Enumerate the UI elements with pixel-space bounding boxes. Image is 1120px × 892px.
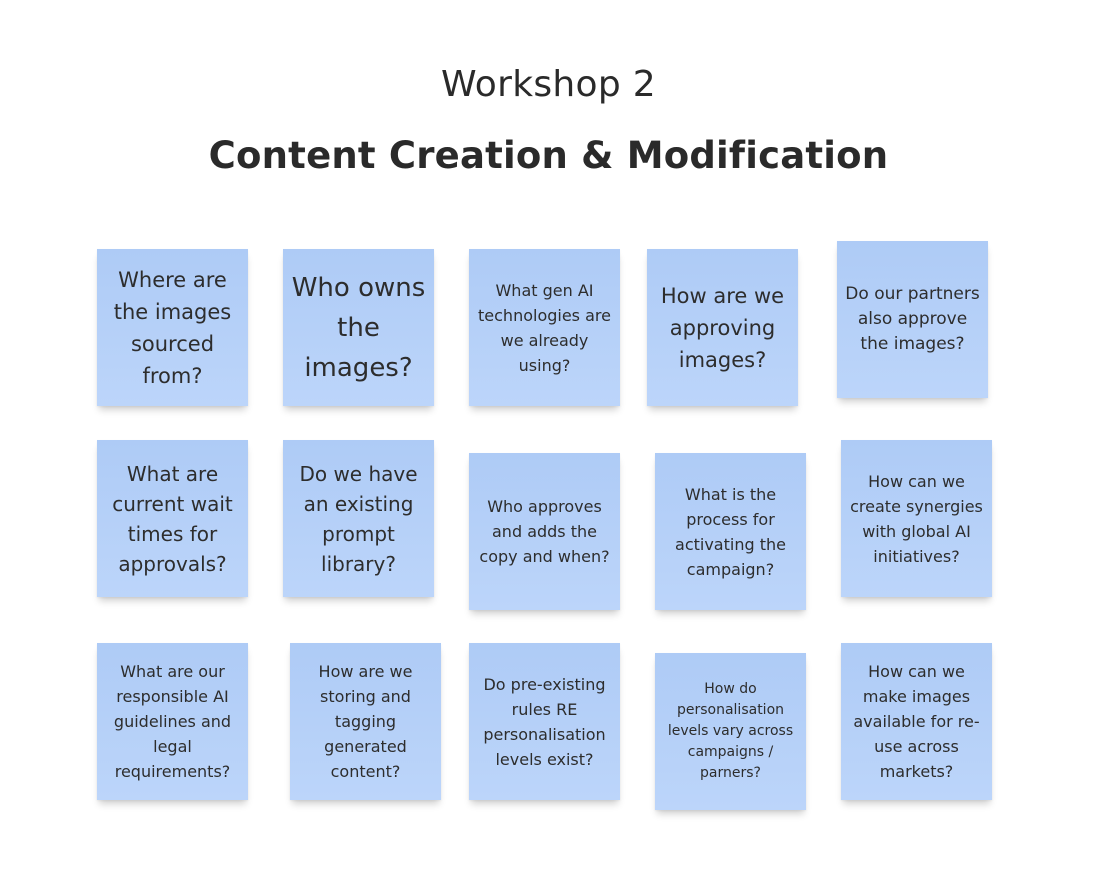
sticky-note-image-reuse[interactable]: How can we make images available for re-… — [841, 643, 992, 800]
sticky-note-text: How do personalisation levels vary acros… — [667, 681, 794, 781]
sticky-note-storing-content[interactable]: How are we storing and tagging generated… — [290, 643, 441, 800]
sticky-note-text: What are current wait times for approval… — [112, 461, 233, 576]
sticky-note-gen-ai-technologies[interactable]: What gen AI technologies are we already … — [469, 249, 620, 406]
sticky-note-images-source[interactable]: Where are the images sourced from? — [97, 249, 248, 406]
sticky-note-text: Who owns the images? — [291, 272, 426, 383]
sticky-note-personalisation-levels[interactable]: How do personalisation levels vary acros… — [655, 653, 806, 810]
sticky-note-responsible-ai[interactable]: What are our responsible AI guidelines a… — [97, 643, 248, 800]
sticky-note-text: How can we create synergies with global … — [850, 471, 983, 566]
section-title: Content Creation & Modification — [208, 134, 889, 177]
sticky-note-partner-approval[interactable]: Do our partners also approve the images? — [837, 241, 988, 398]
sticky-note-text: Do pre-existing rules RE personalisation… — [483, 674, 606, 769]
sticky-note-image-ownership[interactable]: Who owns the images? — [283, 249, 434, 406]
sticky-note-campaign-activation[interactable]: What is the process for activating the c… — [655, 453, 806, 610]
workshop-title: Workshop 2 — [441, 64, 656, 105]
sticky-note-prompt-library[interactable]: Do we have an existing prompt library? — [283, 440, 434, 597]
sticky-note-personalisation-rules[interactable]: Do pre-existing rules RE personalisation… — [469, 643, 620, 800]
sticky-note-text: What are our responsible AI guidelines a… — [113, 662, 232, 781]
sticky-note-text: What is the process for activating the c… — [675, 484, 786, 579]
sticky-note-approving-images[interactable]: How are we approving images? — [647, 249, 798, 406]
sticky-note-wait-times[interactable]: What are current wait times for approval… — [97, 440, 248, 597]
sticky-note-text: How are we storing and tagging generated… — [318, 662, 413, 781]
sticky-note-text: Do we have an existing prompt library? — [299, 461, 418, 576]
sticky-note-text: What gen AI technologies are we already … — [478, 280, 611, 375]
sticky-note-text: How are we approving images? — [660, 283, 785, 372]
sticky-note-text: Who approves and adds the copy and when? — [479, 497, 610, 566]
sticky-note-text: Do our partners also approve the images? — [845, 284, 980, 354]
sticky-note-text: How can we make images available for re-… — [853, 662, 980, 781]
sticky-note-global-synergies[interactable]: How can we create synergies with global … — [841, 440, 992, 597]
sticky-note-text: Where are the images sourced from? — [113, 267, 232, 388]
sticky-note-copy-approval[interactable]: Who approves and adds the copy and when? — [469, 453, 620, 610]
